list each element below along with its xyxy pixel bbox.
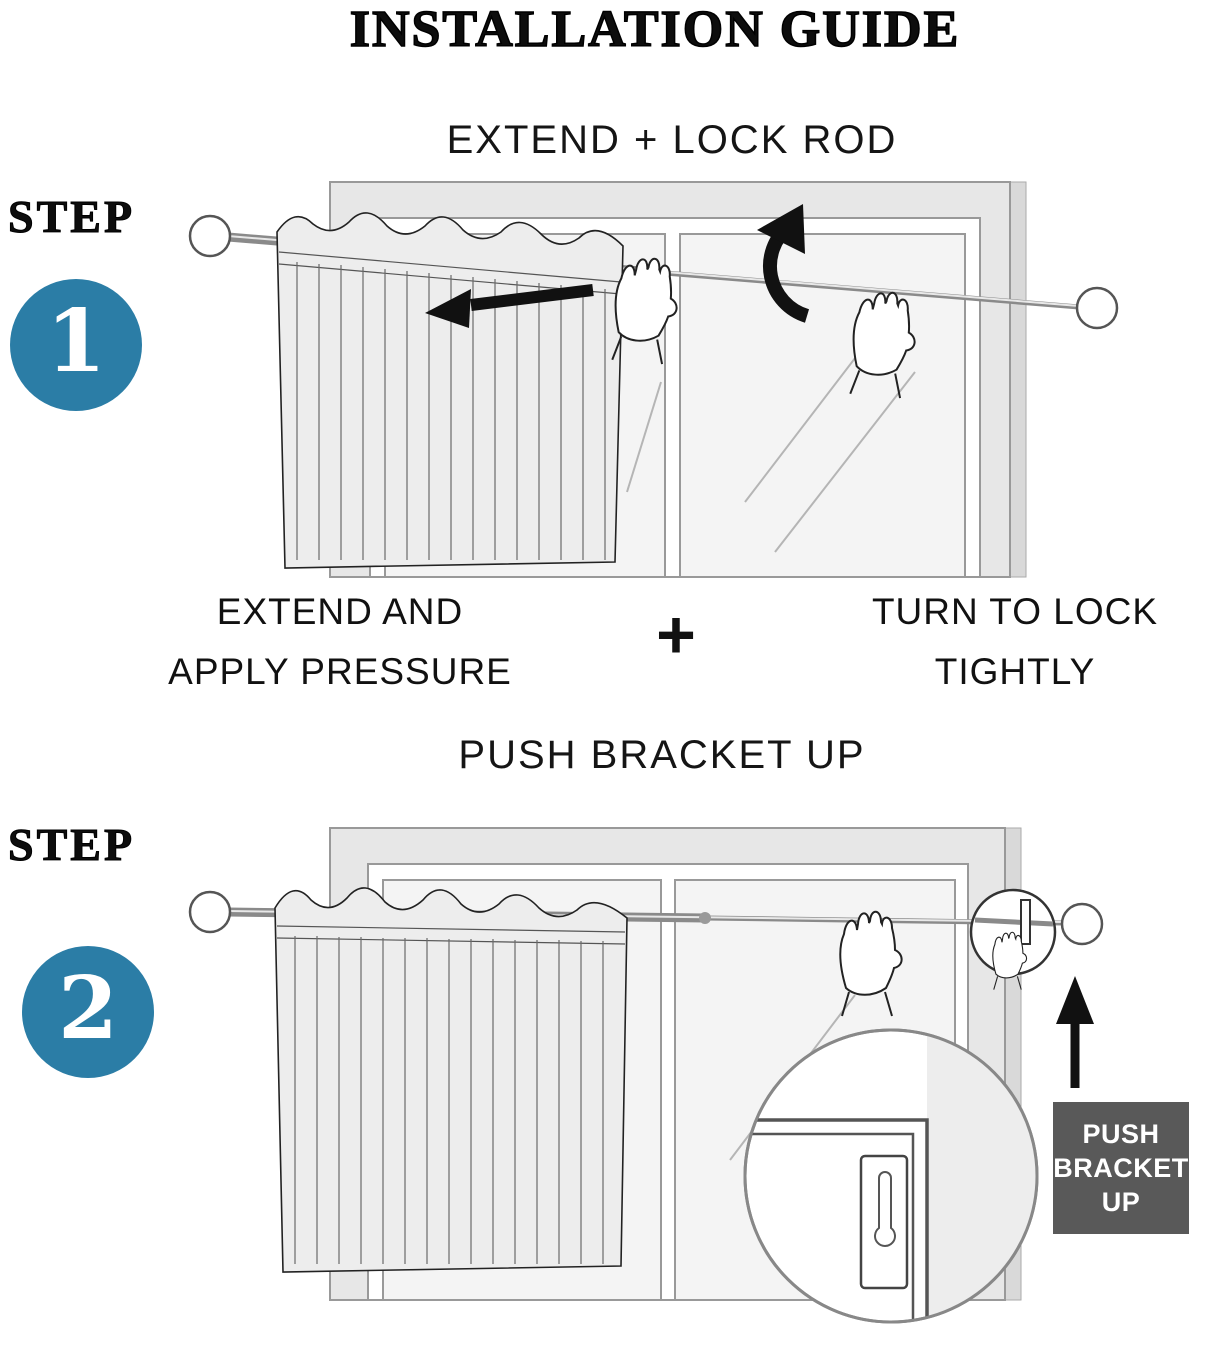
push-box-line3: UP — [1101, 1187, 1141, 1217]
bracket-highlight-circle — [969, 888, 1057, 991]
step2-number: 2 — [58, 958, 118, 1059]
step1-heading: EXTEND + LOCK ROD — [446, 118, 898, 162]
keyhole-slot-icon — [874, 1171, 896, 1247]
step2-badge: 2 — [22, 946, 154, 1078]
step2-diagram — [185, 820, 1195, 1348]
curtain-pleats — [296, 262, 606, 560]
curtain-pleats — [294, 936, 604, 1264]
step1-label: STEP — [7, 191, 136, 243]
caption-lock-line2: TIGHTLY — [934, 651, 1096, 692]
rod-finial-left — [188, 890, 232, 934]
curtain — [276, 212, 624, 569]
caption-lock-line1: TURN TO LOCK — [871, 591, 1159, 632]
step1-number: 1 — [46, 291, 106, 392]
curtain — [274, 887, 628, 1273]
frame-corner — [745, 1118, 929, 1322]
bracket-icon — [1020, 899, 1031, 945]
rod-finial-right — [1060, 902, 1104, 946]
rod-joint — [699, 912, 711, 924]
caption-lock: TURN TO LOCK TIGHTLY — [845, 582, 1185, 702]
extend-arrow-icon — [425, 284, 594, 328]
caption-extend-line1: EXTEND AND — [216, 591, 464, 632]
glass-reflection — [744, 331, 916, 553]
window-pane-right — [679, 233, 966, 578]
rod-finial-right — [1075, 286, 1119, 330]
push-box-line2: BRACKET — [1053, 1153, 1189, 1183]
step1-diagram — [185, 172, 1145, 592]
push-bracket-up-callout: PUSH BRACKET UP — [1053, 1102, 1189, 1234]
step1-badge: 1 — [10, 279, 142, 411]
caption-extend-line2: APPLY PRESSURE — [168, 651, 512, 692]
rod-finial-left — [188, 214, 232, 258]
plus-sign: + — [656, 597, 696, 673]
bracket-detail-magnifier — [743, 1028, 1039, 1324]
push-up-arrow-icon — [1056, 976, 1094, 1088]
step2-heading: PUSH BRACKET UP — [458, 733, 866, 777]
page-title: INSTALLATION GUIDE — [349, 0, 961, 59]
push-box-line1: PUSH — [1082, 1119, 1160, 1149]
rotate-arrow-icon — [757, 204, 810, 323]
caption-extend: EXTEND AND APPLY PRESSURE — [150, 582, 530, 702]
step2-label: STEP — [7, 819, 136, 871]
